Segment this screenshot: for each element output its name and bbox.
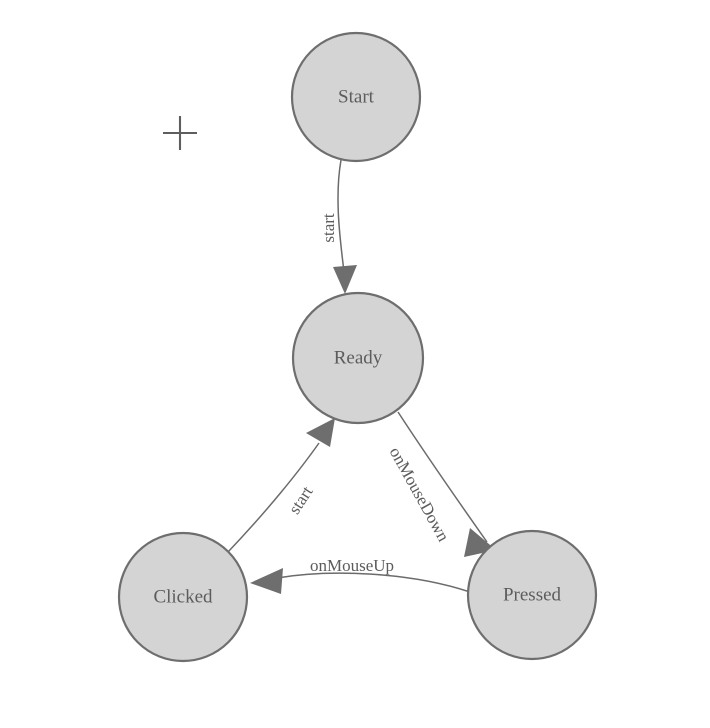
- edge-path-start-to-ready: [337, 159, 345, 273]
- edge-pressed-to-clicked[interactable]: [250, 568, 471, 594]
- crosshair-cursor: [163, 116, 197, 150]
- arrowhead-into-ready-bottom: [306, 418, 335, 447]
- node-clicked-circle: [117, 531, 249, 663]
- node-clicked-label: Clicked: [153, 586, 213, 607]
- edge-start-to-ready[interactable]: [333, 159, 357, 294]
- edge-label-clicked-to-ready: start: [285, 482, 317, 517]
- node-pressed-label: Pressed: [503, 584, 562, 605]
- edge-path-ready-to-pressed: [397, 411, 488, 543]
- node-ready-circle: [291, 291, 425, 425]
- node-start-label: Start: [338, 86, 375, 107]
- edge-label-pressed-to-clicked: onMouseUp: [310, 556, 394, 575]
- node-ready[interactable]: Ready: [291, 291, 425, 425]
- edge-label-ready-to-pressed: onMouseDown: [386, 444, 454, 545]
- arrowhead-into-clicked: [250, 568, 283, 594]
- node-clicked[interactable]: Clicked: [117, 531, 249, 663]
- node-start[interactable]: Start: [290, 31, 422, 163]
- edge-label-start-to-ready: start: [319, 213, 338, 243]
- edge-path-clicked-to-ready: [227, 442, 320, 553]
- edge-clicked-to-ready[interactable]: [227, 418, 335, 553]
- edge-path-pressed-to-clicked: [276, 572, 471, 593]
- node-pressed-circle: [466, 529, 598, 661]
- node-pressed[interactable]: Pressed: [466, 529, 598, 661]
- node-ready-label: Ready: [334, 347, 383, 368]
- node-start-circle: [290, 31, 422, 163]
- arrowhead-into-ready-top: [333, 265, 357, 294]
